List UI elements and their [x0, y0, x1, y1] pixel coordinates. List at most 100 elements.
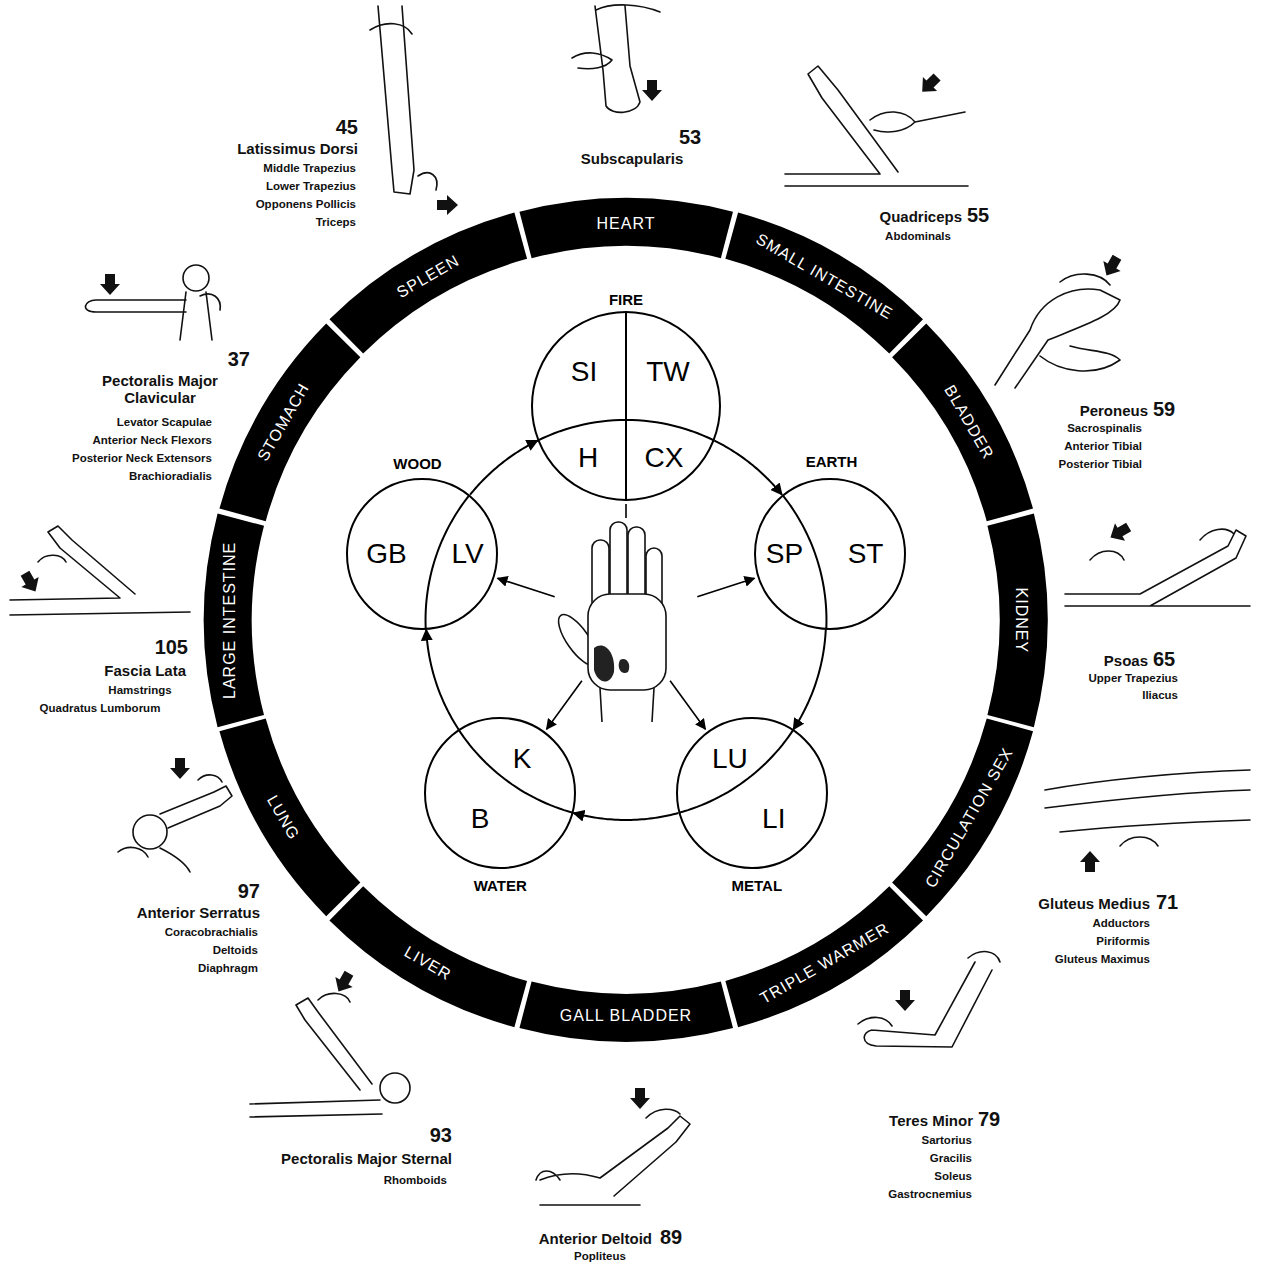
associated-muscle: Abdominals: [885, 230, 951, 243]
meridian-band: LARGE INTESTINE: [204, 511, 265, 729]
associated-muscle: Lower Trapezius: [266, 180, 356, 193]
circle-divider: [625, 312, 627, 500]
control-arrow: [697, 578, 754, 597]
muscle-test-sketches: [10, 5, 1250, 1205]
meridian-abbrev: LI: [762, 804, 785, 835]
meridian-name: GALL BLADDER: [560, 1007, 692, 1025]
meridian-band: CIRCULATION SEX: [884, 706, 1046, 926]
hand-wrist: [600, 688, 654, 722]
generation-cycle-arrow: [426, 630, 458, 730]
circle-outline: [424, 717, 576, 869]
muscle-name: Fascia Lata: [104, 662, 186, 679]
meridian-band: LIVER: [320, 878, 540, 1040]
pressure-arrow: [895, 990, 915, 1011]
pressure-arrow: [330, 968, 358, 996]
pressure-arrows: [16, 70, 1133, 1109]
associated-muscle: Coracobrachialis: [165, 926, 258, 939]
patient-head: [133, 815, 167, 849]
generation-cycle-arrow: [470, 441, 537, 495]
associated-muscle: Gastrocnemius: [888, 1188, 972, 1201]
hand-palm: [588, 594, 666, 690]
meridian-abbrev: B: [471, 804, 490, 835]
element-ring: [755, 479, 905, 629]
associated-muscle: Rhomboids: [384, 1174, 447, 1187]
muscle-name: Pectoralis Major Clavicular: [75, 372, 245, 407]
element-circle: FIRESITWHCX: [531, 311, 721, 501]
muscle-name: Quadriceps: [879, 208, 962, 225]
associated-muscle: Upper Trapezius: [1089, 672, 1178, 685]
associated-muscle: Posterior Tibial: [1058, 458, 1142, 471]
element-ring: [425, 718, 575, 868]
generation-cycle-arrow: [793, 630, 825, 730]
element-ring: [677, 718, 827, 868]
associated-muscle: Gracilis: [930, 1152, 972, 1165]
page-number: 55: [967, 204, 989, 227]
meridian-name: HEART: [597, 215, 656, 233]
pressure-arrow: [642, 80, 662, 101]
pressure-arrow: [1098, 252, 1126, 280]
control-cycle-arrows: [498, 504, 755, 729]
pressure-arrow: [915, 70, 944, 99]
associated-muscle: Levator Scapulae: [117, 416, 212, 429]
associated-muscle: Anterior Tibial: [1064, 440, 1142, 453]
page-number: 71: [1156, 891, 1178, 914]
element-name: METAL: [732, 878, 783, 895]
pectoralis-sternal-sketch: [250, 993, 382, 1117]
page-number: 97: [238, 880, 260, 903]
fascia-lata-sketch: [10, 526, 190, 615]
latissimus-dorsi-sketch: [370, 6, 437, 194]
muscle-name: Pectoralis Major Sternal: [281, 1150, 452, 1167]
band-segment: [988, 513, 1048, 727]
element-circle: WATERKB: [424, 717, 576, 869]
meridian-abbrev: K: [513, 744, 532, 775]
muscle-name: Subscapularis: [581, 150, 684, 167]
teres-minor-sketch: [858, 952, 1000, 1047]
associated-muscle: Piriformis: [1096, 935, 1150, 948]
element-name: WOOD: [393, 456, 441, 473]
circle-outline: [676, 717, 828, 869]
meridian-name: SMALL INTESTINE: [753, 231, 896, 324]
element-ring: [532, 312, 720, 500]
page-number: 105: [155, 636, 188, 659]
control-arrow: [547, 681, 582, 730]
page-number: 65: [1153, 648, 1175, 671]
meridian-abbrev: CX: [645, 443, 684, 474]
page-number: 89: [660, 1226, 682, 1249]
meridian-abbrev: ST: [848, 538, 884, 569]
associated-muscle: Anterior Neck Flexors: [92, 434, 212, 447]
element-name: WATER: [474, 878, 527, 895]
meridian-abbrev: GB: [366, 538, 406, 569]
muscle-name: Psoas: [1104, 652, 1148, 669]
associated-muscle: Hamstrings: [108, 684, 171, 697]
pressure-arrow: [16, 568, 44, 596]
associated-muscle: Adductors: [1093, 917, 1151, 930]
control-line: [625, 504, 627, 518]
meridian-band: GALL BLADDER: [517, 981, 735, 1042]
meridian-band: TRIPLE WARMER: [712, 878, 932, 1040]
meridian-band: BLADDER: [884, 314, 1046, 534]
control-arrow: [670, 681, 705, 730]
patient-head: [183, 265, 209, 291]
band-segment: [886, 708, 1045, 923]
cycle-arc-divider: [678, 730, 793, 813]
peroneus-sketch: [995, 274, 1120, 388]
muscle-name: Teres Minor: [889, 1112, 973, 1129]
meridian-abbrev: SI: [571, 357, 597, 388]
associated-muscle: Triceps: [316, 216, 356, 229]
muscle-name: Peroneus: [1080, 402, 1148, 419]
hand-shading: [594, 645, 629, 681]
band-segment: [207, 317, 366, 532]
muscle-name: Anterior Deltoid: [539, 1230, 652, 1247]
associated-muscle: Sacrospinalis: [1067, 422, 1142, 435]
quadriceps-sketch: [785, 66, 968, 186]
meridian-band: HEART: [517, 198, 735, 259]
generation-cycle-arrow: [714, 441, 781, 495]
psoas-sketch: [1065, 529, 1250, 606]
circle-outline: [531, 311, 721, 501]
pressure-arrow: [437, 195, 458, 215]
pressure-arrow: [630, 1088, 650, 1109]
page-number: 79: [978, 1108, 1000, 1131]
band-segment: [714, 880, 929, 1039]
cycle-arc-divider: [459, 730, 574, 813]
